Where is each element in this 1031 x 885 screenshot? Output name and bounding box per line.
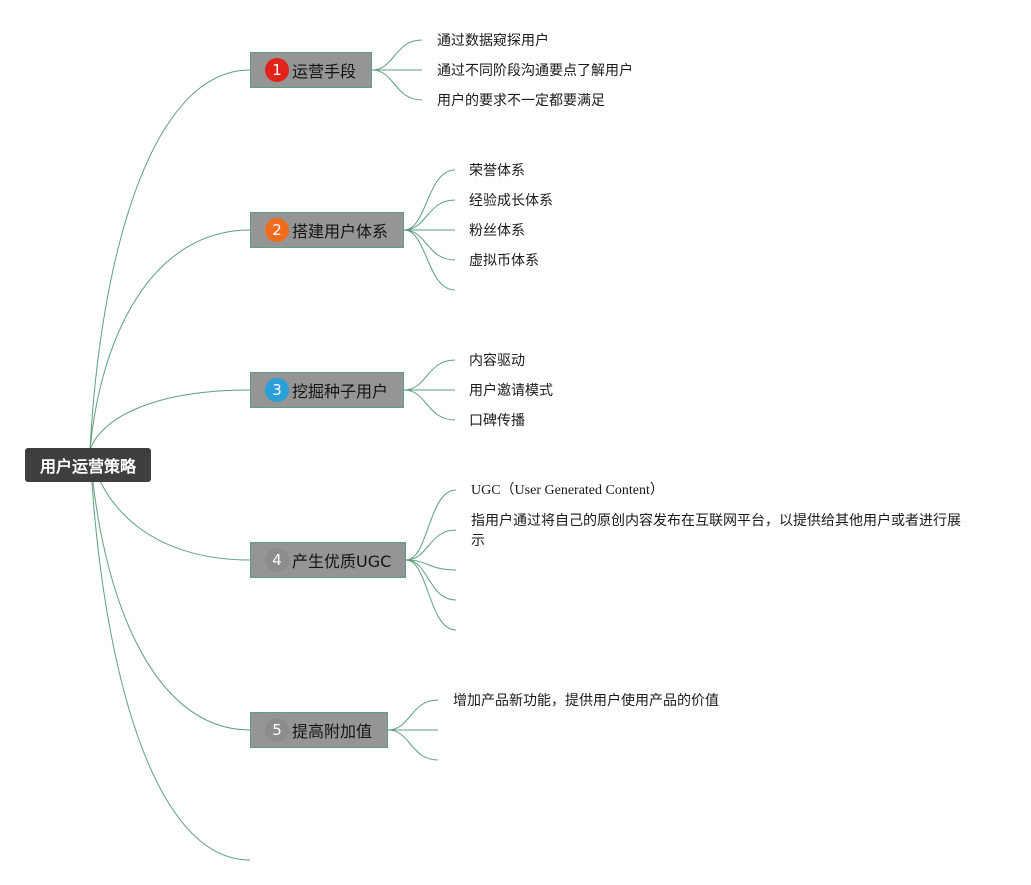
branch-5-leaf-3-line [387,729,439,761]
branch-label-2: 搭建用户体系 [292,222,389,241]
root-to-branch-1-line [89,69,251,451]
branch-5-leaf-1-line [387,699,439,731]
root-to-branch-5-line [89,449,251,731]
leaf-2-1[interactable]: 荣誉体系 [469,163,525,179]
branch-2-leaf-2-line [403,199,456,231]
root-to-branch-2-line [89,229,251,451]
leaf-1-3[interactable]: 用户的要求不一定都要满足 [437,93,605,109]
branch-2-leaf-4-line [403,229,456,261]
leaf-1-2[interactable]: 通过不同阶段沟通要点了解用户 [437,63,633,79]
branch-label-1: 运营手段 [292,62,357,81]
leaf-4-2[interactable]: 指用户通过将自己的原创内容发布在互联网平台，以提供给其他用户或者进行展示 [471,513,961,549]
badge-2: 2 [265,218,289,242]
badge-1: 1 [265,58,289,82]
branch-label-4: 产生优质UGC [292,552,392,571]
badge-3: 3 [265,378,289,402]
branch-2-leaf-1-line [403,169,456,231]
branch-node-1[interactable]: 1 运营手段 [250,52,372,88]
branch-4-leaf-4-line [405,559,457,601]
branch-node-5[interactable]: 5 提高附加值 [250,712,388,748]
branch-node-2[interactable]: 2 搭建用户体系 [250,212,404,248]
leaf-3-1[interactable]: 内容驱动 [469,353,525,369]
branch-4-leaf-5-line [405,559,457,631]
leaf-3-2[interactable]: 用户邀请模式 [469,383,553,399]
branch-label-3: 挖掘种子用户 [292,382,389,401]
branch-4-leaf-2-line [405,529,457,561]
badge-4: 4 [265,548,289,572]
leaf-2-4[interactable]: 虚拟币体系 [469,253,539,269]
branch-1-leaf-1-line [371,39,423,71]
leaf-5-1[interactable]: 增加产品新功能，提供用户使用产品的价值 [453,693,719,709]
root-node[interactable]: 用户运营策略 [25,448,151,482]
leaf-1-1[interactable]: 通过数据窥探用户 [437,33,549,49]
root-to-branch-3-line [89,389,251,451]
leaf-2-3[interactable]: 粉丝体系 [469,223,525,239]
root-node-label: 用户运营策略 [39,457,136,476]
root-trailing-line [89,449,251,861]
branch-label-5: 提高附加值 [292,722,373,741]
branch-node-3[interactable]: 3 挖掘种子用户 [250,372,404,408]
leaf-4-1[interactable]: UGC（User Generated Content） [471,483,664,498]
branch-3-leaf-1-line [403,359,456,391]
leaf-3-3[interactable]: 口碑传播 [469,413,525,429]
branch-node-4[interactable]: 4 产生优质UGC [250,542,406,578]
leaf-2-2[interactable]: 经验成长体系 [469,193,553,209]
branch-4-leaf-1-line [405,489,457,561]
branch-1-leaf-3-line [371,69,423,101]
branch-2-leaf-5-line [403,229,456,291]
branch-3-leaf-3-line [403,389,456,421]
badge-5: 5 [265,718,289,742]
